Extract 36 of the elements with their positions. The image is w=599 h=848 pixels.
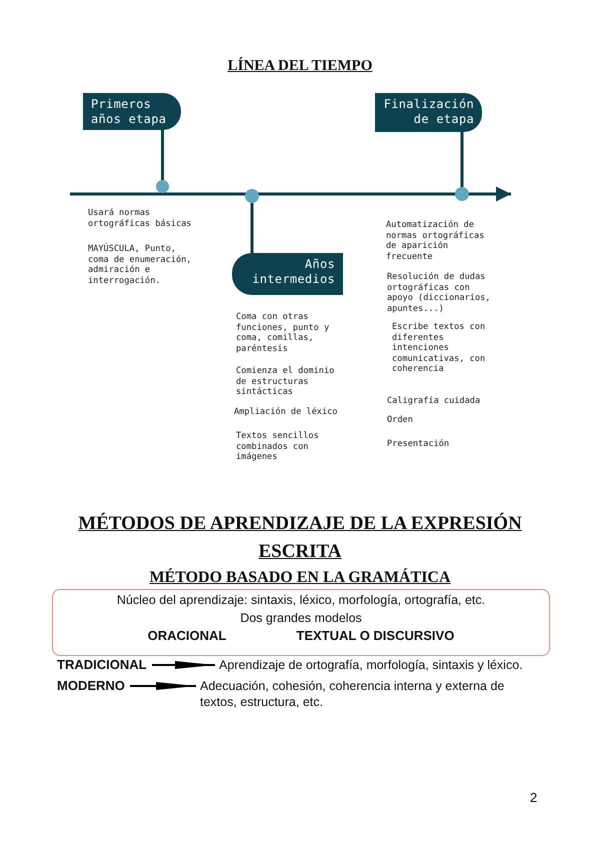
stage-tab: Finalización de etapa <box>375 93 482 132</box>
connector-line <box>460 132 464 187</box>
title: LÍNEA DEL TIEMPO <box>226 58 374 75</box>
note-text: Núcleo del aprendizaje: sintaxis, léxico, morfología, ortografía, etc. <box>116 592 486 608</box>
note-text: Automatización de normas ortográficas de aparición frecuente <box>386 220 486 262</box>
description-text: Adecuación, cohesión, coherencia interna y externa de textos, estructura, etc. <box>200 678 540 710</box>
model-name: MODERNO <box>57 678 127 694</box>
model-name: ORACIONAL <box>148 628 226 644</box>
arrow <box>130 682 196 690</box>
stage-tab: Primeros años etapa <box>83 93 181 130</box>
note-text: Textos sencillos combinados con imágenes <box>236 431 320 462</box>
note-text: Ampliación de léxico <box>234 407 338 418</box>
connector-line <box>161 130 164 180</box>
subheading: MÉTODO BASADO EN LA GRAMÁTICA <box>148 568 452 588</box>
note-text: Caligrafía cuidada <box>387 396 482 406</box>
note-text: Coma con otras funciones, punto y coma, comillas, paréntesis <box>236 312 330 354</box>
note-text: Dos grandes modelos <box>240 610 362 626</box>
timeline-dot <box>455 187 469 201</box>
description-text: Aprendizaje de ortografía, morfología, sintaxis y léxico. <box>219 657 549 673</box>
heading: MÉTODOS DE APRENDIZAJE DE LA EXPRESIÓN ESCRITA <box>77 512 523 564</box>
note-text: Escribe textos con diferentes intenciones comunicativas, con coherencia <box>392 322 486 374</box>
timeline-dot <box>245 189 259 203</box>
connector-line <box>250 203 254 253</box>
page-number: 2 <box>530 790 538 805</box>
stage-tab: Años intermedios <box>232 253 343 295</box>
arrow <box>152 661 215 669</box>
note-text: Orden <box>387 415 414 426</box>
model-name: TEXTUAL O DISCURSIVO <box>296 628 454 644</box>
note-text: Presentación <box>387 439 450 450</box>
timeline-dot <box>156 180 169 193</box>
model-name: TRADICIONAL <box>57 657 149 673</box>
note-text: Comienza el dominio de estructuras sintácticas <box>236 366 336 398</box>
note-text: MAYÚSCULA, Punto, coma de enumeración, admiración e interrogación. <box>88 244 192 286</box>
note-text: Resolución de dudas ortográficas con apoyo (diccionarios, apuntes...) <box>387 272 492 314</box>
note-text: Usará normas ortográficas básicas <box>88 208 192 229</box>
note-box <box>52 589 550 656</box>
